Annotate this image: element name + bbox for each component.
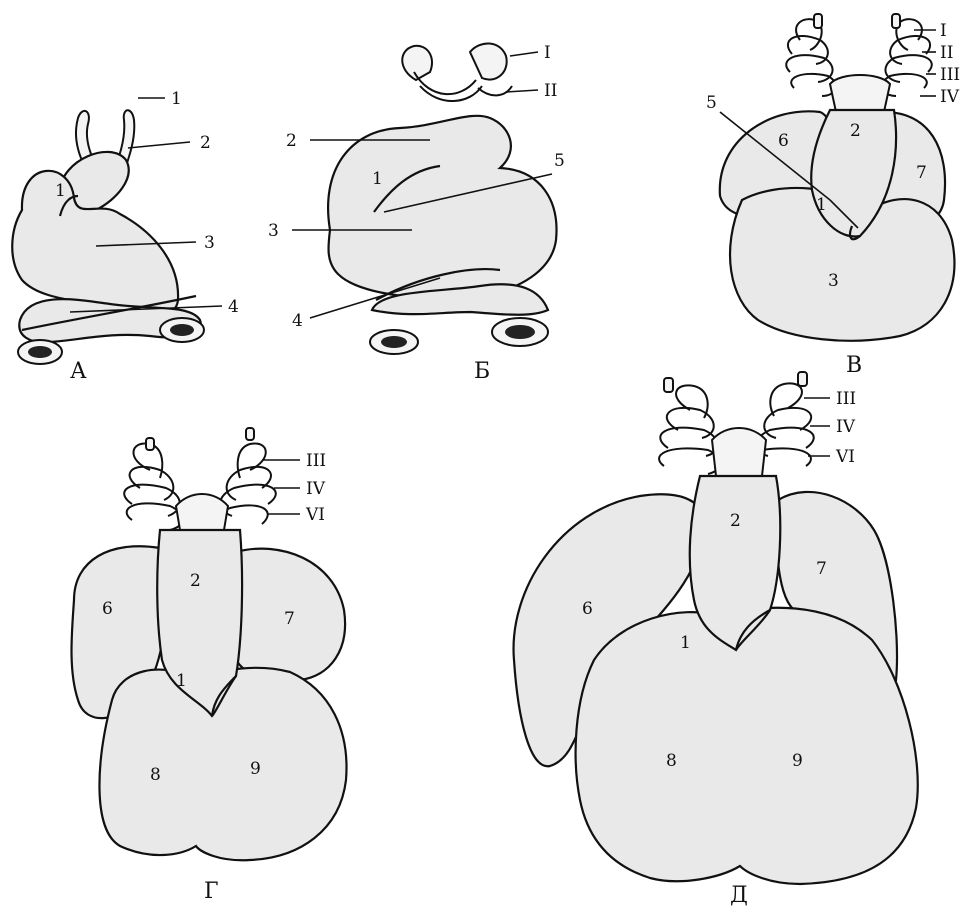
label-v-I: I [940, 21, 947, 41]
arches-g [124, 428, 276, 532]
label-v-5: 5 [706, 93, 717, 113]
label-v-2: 2 [850, 121, 861, 141]
label-g-2: 2 [190, 571, 201, 591]
label-d-1: 1 [680, 633, 691, 653]
label-d-III: III [836, 389, 856, 409]
label-v-III: III [940, 65, 960, 85]
label-v-3: 3 [828, 271, 839, 291]
panel-label-v: В [846, 353, 862, 378]
arch-b-left [402, 46, 432, 80]
panel-a: 1 2 1 3 4 А [12, 89, 239, 384]
label-g-8: 8 [150, 765, 161, 785]
label-d-9: 9 [792, 751, 803, 771]
label-g-III: III [306, 451, 326, 471]
label-d-6: 6 [582, 599, 593, 619]
label-d-7: 7 [816, 559, 827, 579]
label-a-2: 2 [200, 133, 211, 153]
label-g-7: 7 [284, 609, 295, 629]
label-b-1: 1 [372, 169, 383, 189]
arches-v [786, 14, 932, 112]
panel-label-g: Г [204, 879, 219, 904]
truncus-v [830, 75, 890, 112]
label-g-9: 9 [250, 759, 261, 779]
panel-v: I II III IV 5 6 2 7 1 3 В [706, 14, 960, 378]
panel-label-b: Б [474, 359, 490, 384]
label-d-8: 8 [666, 751, 677, 771]
label-g-IV: IV [306, 479, 326, 499]
arches-d [659, 372, 814, 476]
label-g-1: 1 [176, 671, 187, 691]
label-d-2: 2 [730, 511, 741, 531]
label-a-3: 3 [204, 233, 215, 253]
ventricle-b [328, 116, 556, 298]
label-b-4: 4 [292, 311, 303, 331]
panel-label-d: Д [730, 883, 748, 908]
label-d-VI: VI [835, 447, 855, 467]
arch-b-right [470, 43, 507, 79]
panel-label-a: А [70, 359, 87, 384]
label-v-IV: IV [940, 87, 960, 107]
label-v-6: 6 [778, 131, 789, 151]
label-g-6: 6 [102, 599, 113, 619]
panel-d: III IV VI 2 6 7 1 8 9 Д [514, 372, 918, 908]
label-g-VI: VI [305, 505, 325, 525]
ventricle-d [576, 608, 918, 884]
label-v-1: 1 [816, 195, 827, 215]
label-v-II: II [940, 43, 953, 63]
label-a-1b: 1 [55, 181, 66, 201]
truncus-g [176, 494, 228, 530]
label-b-5: 5 [554, 151, 565, 171]
label-a-4: 4 [228, 297, 239, 317]
label-b-II: II [544, 81, 557, 101]
label-v-7: 7 [916, 163, 927, 183]
label-b-2: 2 [286, 131, 297, 151]
label-b-3: 3 [268, 221, 279, 241]
truncus-d [712, 428, 766, 476]
label-d-IV: IV [836, 417, 856, 437]
label-b-I: I [544, 43, 551, 63]
panel-b: I II 2 1 5 3 4 Б [268, 43, 565, 384]
panel-g: III IV VI 2 6 7 1 8 9 Г [72, 428, 347, 904]
label-a-1: 1 [171, 89, 182, 109]
